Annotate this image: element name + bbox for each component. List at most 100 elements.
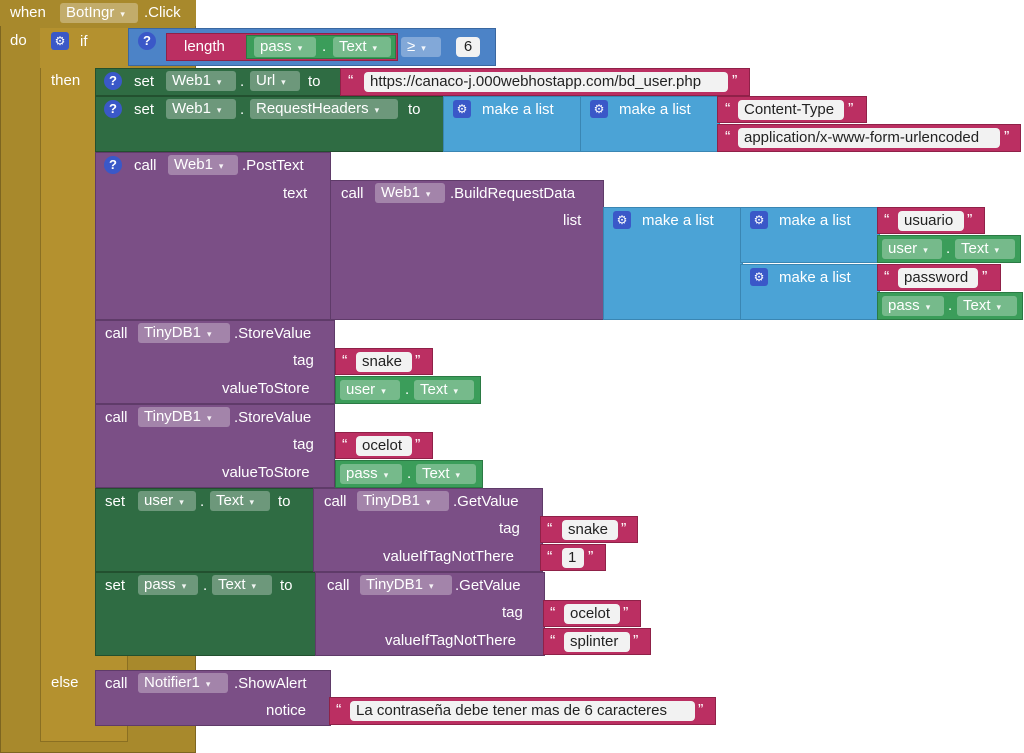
url-property-dropdown[interactable]: Url▾ [250, 71, 300, 91]
urlencoded-text-field[interactable]: application/x-www-form-urlencoded [738, 128, 1000, 148]
usuario-text-field[interactable]: usuario [898, 211, 964, 231]
event-component-dropdown[interactable]: BotIngr▾ [60, 3, 138, 23]
set-keyword: set [134, 73, 155, 90]
close-quote: ” [848, 101, 854, 118]
user-component-dropdown[interactable]: user▾ [882, 239, 942, 259]
showalert-block[interactable] [95, 670, 331, 726]
list-mutator-gear-icon[interactable]: ⚙ [750, 268, 768, 286]
buildrequestdata-block[interactable] [330, 180, 604, 320]
one-text-field[interactable]: 1 [562, 548, 584, 568]
posttext-block[interactable] [95, 152, 331, 320]
content-type-text-field[interactable]: Content-Type [738, 100, 844, 120]
pass-component-dropdown[interactable]: pass▾ [254, 37, 316, 57]
requestheaders-property-dropdown[interactable]: RequestHeaders▾ [250, 99, 398, 119]
user-component-dropdown[interactable]: user▾ [138, 491, 196, 511]
snake-text-field[interactable]: snake [356, 352, 412, 372]
help-icon[interactable]: ? [104, 100, 122, 118]
pass-component-dropdown[interactable]: pass▾ [882, 296, 944, 316]
showalert-method: .ShowAlert [234, 675, 307, 692]
web1-component-dropdown[interactable]: Web1▾ [168, 155, 238, 175]
open-quote: “ [348, 73, 354, 90]
user-text-getter[interactable] [335, 376, 481, 404]
call-keyword: call [324, 493, 347, 510]
chevron-down-icon: ▾ [421, 43, 426, 53]
web1-component-dropdown[interactable]: Web1▾ [166, 99, 236, 119]
list-mutator-gear-icon[interactable]: ⚙ [750, 211, 768, 229]
open-quote: “ [550, 633, 556, 650]
else-keyword: else [51, 674, 79, 691]
storevalue-method: .StoreValue [234, 409, 312, 426]
close-quote: ” [982, 269, 988, 286]
valuetostore-arg-label: valueToStore [222, 380, 310, 397]
compare-help-icon[interactable]: ? [138, 32, 156, 50]
open-quote: “ [342, 437, 348, 454]
chevron-down-icon: ▾ [205, 679, 211, 689]
close-quote: ” [588, 549, 594, 566]
make-list-label: make a list [482, 101, 554, 118]
tinydb1-component-dropdown[interactable]: TinyDB1▾ [138, 323, 230, 343]
pass-text-getter[interactable] [877, 292, 1023, 320]
close-quote: ” [633, 633, 639, 650]
ocelot-text-field[interactable]: ocelot [356, 436, 412, 456]
set-user-text-block[interactable] [95, 488, 317, 572]
chevron-down-icon: ▾ [425, 497, 431, 507]
user-component-dropdown[interactable]: user▾ [340, 380, 400, 400]
alert-text-field[interactable]: La contraseña debe tener mas de 6 caract… [350, 701, 695, 721]
snake-text-field[interactable]: snake [562, 520, 618, 540]
text-property-dropdown[interactable]: Text▾ [955, 239, 1015, 259]
close-quote: ” [621, 521, 627, 538]
text-property-dropdown[interactable]: Text▾ [212, 575, 272, 595]
set-headers-block[interactable] [95, 96, 447, 152]
set-keyword: set [134, 101, 155, 118]
tinydb1-component-dropdown[interactable]: TinyDB1▾ [357, 491, 449, 511]
web1-component-dropdown[interactable]: Web1▾ [375, 183, 445, 203]
do-keyword: do [10, 32, 27, 49]
chevron-down-icon: ▾ [374, 105, 380, 115]
call-keyword: call [327, 577, 350, 594]
text-property-dropdown[interactable]: Text▾ [414, 380, 474, 400]
notifier1-component-dropdown[interactable]: Notifier1▾ [138, 673, 228, 693]
getvalue-snake-block[interactable] [313, 488, 543, 572]
list-mutator-gear-icon[interactable]: ⚙ [590, 100, 608, 118]
call-keyword: call [134, 157, 157, 174]
ocelot-text-field[interactable]: ocelot [564, 604, 620, 624]
dot-separator: . [240, 73, 245, 90]
list-mutator-gear-icon[interactable]: ⚙ [453, 100, 471, 118]
pass-text-getter[interactable] [246, 35, 396, 59]
pass-text-getter[interactable] [335, 460, 483, 488]
compare-operator-dropdown[interactable]: ≥▾ [401, 37, 441, 57]
splinter-text-field[interactable]: splinter [564, 632, 630, 652]
then-keyword: then [51, 72, 81, 89]
set-pass-text-block[interactable] [95, 572, 319, 656]
close-quote: ” [698, 702, 704, 719]
number-six-field[interactable]: 6 [456, 37, 480, 57]
web1-component-dropdown[interactable]: Web1▾ [166, 71, 236, 91]
user-text-getter[interactable] [877, 235, 1021, 263]
pass-component-dropdown[interactable]: pass▾ [340, 464, 402, 484]
tinydb1-component-dropdown[interactable]: TinyDB1▾ [138, 407, 230, 427]
storevalue-snake-block[interactable] [95, 320, 335, 404]
pass-property-dropdown[interactable]: Text▾ [333, 37, 391, 57]
tag-arg-label: tag [293, 436, 314, 453]
help-icon[interactable]: ? [104, 72, 122, 90]
pass-component-dropdown[interactable]: pass▾ [138, 575, 198, 595]
chevron-down-icon: ▾ [383, 470, 389, 480]
notice-arg-label: notice [266, 702, 307, 719]
url-text-field[interactable]: https://canaco-j.000webhostapp.com/bd_us… [364, 72, 728, 92]
getvalue-ocelot-block[interactable] [315, 572, 545, 656]
password-text-field[interactable]: password [898, 268, 978, 288]
list-mutator-gear-icon[interactable]: ⚙ [613, 211, 631, 229]
storevalue-ocelot-block[interactable] [95, 404, 335, 488]
text-property-dropdown[interactable]: Text▾ [210, 491, 270, 511]
help-icon[interactable]: ? [104, 156, 122, 174]
dot-separator: . [946, 240, 951, 257]
make-list-label: make a list [779, 269, 851, 286]
close-quote: ” [415, 353, 421, 370]
tinydb1-component-dropdown[interactable]: TinyDB1▾ [360, 575, 452, 595]
chevron-down-icon: ▾ [428, 581, 434, 591]
chevron-down-icon: ▾ [216, 77, 222, 87]
if-mutator-gear-icon[interactable]: ⚙ [51, 32, 69, 50]
text-property-dropdown[interactable]: Text▾ [416, 464, 476, 484]
text-property-dropdown[interactable]: Text▾ [957, 296, 1017, 316]
set-url-block[interactable] [95, 68, 345, 96]
